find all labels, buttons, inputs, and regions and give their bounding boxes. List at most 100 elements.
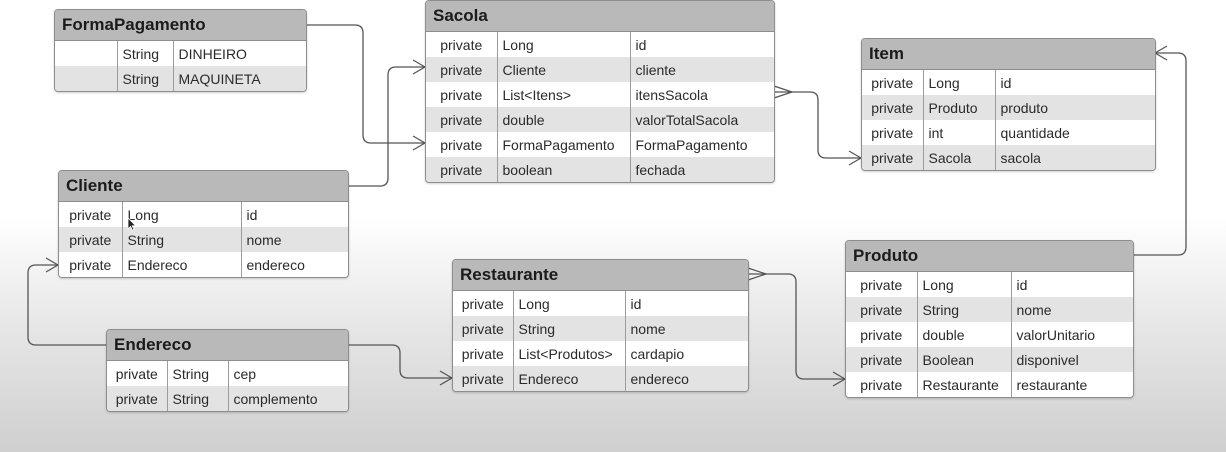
- field-row[interactable]: private String complemento: [107, 386, 348, 411]
- field-name: DINHEIRO: [173, 41, 306, 66]
- field-type: String: [122, 227, 242, 252]
- entity-title: Item: [862, 39, 1155, 70]
- link-sacola-item: [774, 91, 861, 159]
- entity-produto[interactable]: Produto private Long id private String n…: [845, 240, 1134, 398]
- entity-cliente[interactable]: Cliente private Long id private String n…: [58, 170, 349, 278]
- link-endereco-cliente: [27, 264, 106, 346]
- field-name: cliente: [630, 57, 774, 82]
- field-row[interactable]: private Long id: [426, 32, 774, 57]
- field-type: Boolean: [917, 347, 1012, 372]
- field-modifier: private: [862, 95, 924, 120]
- field-row[interactable]: private double valorTotalSacola: [426, 107, 774, 132]
- field-type: String: [117, 66, 174, 91]
- field-row[interactable]: private Long id: [453, 291, 748, 316]
- field-type: Produto: [923, 95, 996, 120]
- field-row[interactable]: private String nome: [453, 316, 748, 341]
- field-row[interactable]: private List<Produtos> cardapio: [453, 341, 748, 366]
- field-row[interactable]: private double valorUnitario: [846, 322, 1133, 347]
- field-modifier: private: [59, 252, 123, 277]
- field-row[interactable]: private String nome: [59, 227, 348, 252]
- field-row[interactable]: private String cep: [107, 361, 348, 386]
- field-name: nome: [625, 316, 748, 341]
- field-name: fechada: [630, 157, 774, 182]
- field-modifier: private: [426, 157, 498, 182]
- link-formapagamento-sacola: [306, 24, 425, 144]
- field-table: private Long id private Cliente cliente …: [426, 32, 774, 182]
- field-row[interactable]: String DINHEIRO: [55, 41, 306, 66]
- field-name: valorTotalSacola: [630, 107, 774, 132]
- field-type: Long: [917, 272, 1012, 297]
- field-type: Endereco: [122, 252, 242, 277]
- field-row[interactable]: private List<Itens> itensSacola: [426, 82, 774, 107]
- field-name: valorUnitario: [1011, 322, 1133, 347]
- field-name: complemento: [228, 386, 348, 411]
- field-row[interactable]: private Endereco endereco: [453, 366, 748, 391]
- entity-restaurante[interactable]: Restaurante private Long id private Stri…: [452, 259, 749, 392]
- field-row[interactable]: private Boolean disponivel: [846, 347, 1133, 372]
- field-type: Endereco: [513, 366, 626, 391]
- field-type: List<Itens>: [497, 82, 631, 107]
- mouse-pointer-icon: [127, 217, 137, 231]
- field-row[interactable]: private Long id: [59, 202, 348, 227]
- field-type: Restaurante: [917, 372, 1012, 397]
- field-modifier: private: [846, 372, 918, 397]
- field-row[interactable]: private Long id: [862, 70, 1155, 95]
- entity-item[interactable]: Item private Long id private Produto pro…: [861, 38, 1156, 171]
- field-modifier: [55, 41, 118, 66]
- field-modifier: private: [426, 32, 498, 57]
- field-type: Sacola: [923, 145, 996, 170]
- field-name: quantidade: [995, 120, 1155, 145]
- field-type: String: [117, 41, 174, 66]
- field-name: cep: [228, 361, 348, 386]
- field-type: Long: [122, 202, 242, 227]
- field-modifier: private: [426, 57, 498, 82]
- field-row[interactable]: private Sacola sacola: [862, 145, 1155, 170]
- field-row[interactable]: private int quantidade: [862, 120, 1155, 145]
- link-produto-item: [1133, 52, 1187, 256]
- field-row[interactable]: private Cliente cliente: [426, 57, 774, 82]
- field-modifier: [55, 66, 118, 91]
- field-name: nome: [1011, 297, 1133, 322]
- field-type: double: [917, 322, 1012, 347]
- field-row[interactable]: private boolean fechada: [426, 157, 774, 182]
- field-name: cardapio: [625, 341, 748, 366]
- field-modifier: private: [862, 145, 924, 170]
- entity-sacola[interactable]: Sacola private Long id private Cliente c…: [425, 0, 775, 183]
- entity-endereco[interactable]: Endereco private String cep private Stri…: [106, 329, 349, 412]
- field-name: produto: [995, 95, 1155, 120]
- field-type: Cliente: [497, 57, 631, 82]
- field-row[interactable]: String MAQUINETA: [55, 66, 306, 91]
- field-table: private Long id private String nome priv…: [59, 202, 348, 277]
- field-name: MAQUINETA: [173, 66, 306, 91]
- field-name: nome: [241, 227, 348, 252]
- field-name: disponivel: [1011, 347, 1133, 372]
- field-row[interactable]: private String nome: [846, 297, 1133, 322]
- field-row[interactable]: private FormaPagamento FormaPagamento: [426, 132, 774, 157]
- field-type: String: [167, 361, 229, 386]
- field-name: id: [241, 202, 348, 227]
- field-modifier: private: [846, 297, 918, 322]
- field-table: String DINHEIRO String MAQUINETA: [55, 41, 306, 91]
- field-modifier: private: [862, 70, 924, 95]
- field-modifier: private: [453, 291, 514, 316]
- entity-formapagamento[interactable]: FormaPagamento String DINHEIRO String MA…: [54, 9, 307, 92]
- entity-title: FormaPagamento: [55, 10, 306, 41]
- field-type: List<Produtos>: [513, 341, 626, 366]
- field-modifier: private: [453, 366, 514, 391]
- field-modifier: private: [846, 322, 918, 347]
- field-name: endereco: [625, 366, 748, 391]
- field-name: id: [630, 32, 774, 57]
- field-row[interactable]: private Endereco endereco: [59, 252, 348, 277]
- crowsfoot-restaurante-produto: [747, 267, 767, 281]
- field-row[interactable]: private Restaurante restaurante: [846, 372, 1133, 397]
- field-modifier: private: [59, 227, 123, 252]
- field-type: Long: [497, 32, 631, 57]
- field-name: itensSacola: [630, 82, 774, 107]
- field-type: Long: [923, 70, 996, 95]
- field-type: int: [923, 120, 996, 145]
- link-endereco-restaurante: [348, 344, 452, 379]
- field-row[interactable]: private Long id: [846, 272, 1133, 297]
- field-table: private Long id private String nome priv…: [846, 272, 1133, 397]
- field-table: private Long id private String nome priv…: [453, 291, 748, 391]
- field-row[interactable]: private Produto produto: [862, 95, 1155, 120]
